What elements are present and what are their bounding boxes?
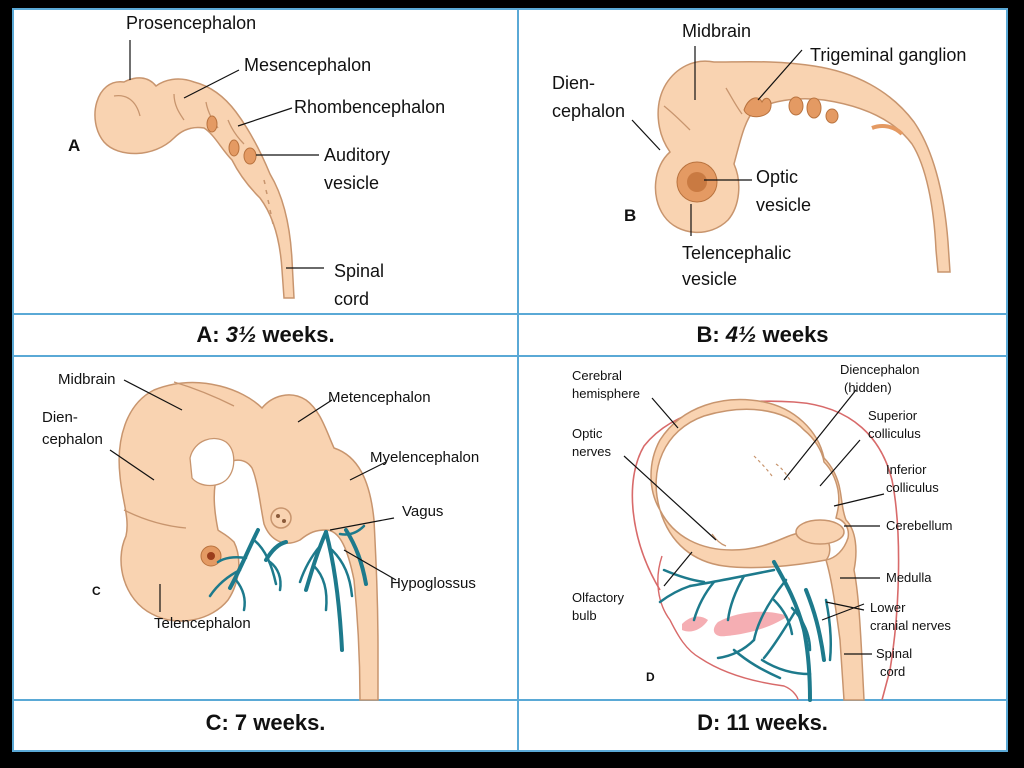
label-spinal-cord-d-2: cord [880,664,906,679]
label-spinal-cord-2: cord [334,289,370,309]
caption-a: A: 3½ weeks. [196,322,335,347]
caption-d: D: 11 weeks. [697,710,828,735]
panel-d-head-outline [631,400,900,701]
panel-c-nerves [208,524,368,652]
label-cerebellum: Cerebellum [886,518,953,533]
panel-d-cerebellum-shape [795,519,845,545]
panel-a-embryo [94,40,324,299]
label-trigeminal-ganglion: Trigeminal ganglion [810,45,967,65]
caption-a-b-top-line [14,313,1006,315]
caption-c: C: 7 weeks. [205,710,326,735]
label-auditory-vesicle-2: vesicle [324,173,380,193]
label-optic-nerves-1: Optic [572,426,603,441]
panel-d-face-outline [657,555,799,701]
panel-a-vesicle-2 [228,139,240,157]
label-inferior-colliculus-1: Inferior [886,462,927,477]
label-auditory-vesicle-1: Auditory [324,145,391,165]
panel-d-letter: D [646,670,655,684]
label-myelencephalon: Myelencephalon [370,449,480,466]
label-olfactory-bulb-2: bulb [572,608,597,623]
label-inferior-colliculus-2: colliculus [886,480,939,495]
panel-d-embryo [623,389,900,702]
caption-b: B: 4½ weeks [696,322,829,347]
label-diencephalon-b-1: Dien- [552,73,596,93]
label-cerebral-hemisphere-2: hemisphere [572,386,640,401]
label-vagus: Vagus [402,503,444,520]
panel-b-trigeminal-ganglion [743,97,772,118]
vertical-divider [517,10,519,750]
illustrations: .tis { fill: #f9d3b1; stroke: #c8956e; s… [94,40,951,702]
label-spinal-cord-d-1: Spinal [876,646,913,661]
panel-b-letter: B [624,206,637,225]
label-midbrain-b: Midbrain [682,21,752,41]
label-olfactory-bulb-1: Olfactory [572,590,625,605]
caption-a-b-bottom-line [14,355,1006,357]
label-optic-vesicle-1: Optic [756,167,799,187]
label-diencephalon-hidden-1: Diencephalon [840,362,920,377]
panel-a-auditory-vesicle [243,147,257,165]
panel-c-embryo [109,379,397,701]
caption-c-d-top-line [14,699,1006,701]
panel-c-letter: C [92,584,101,598]
label-optic-vesicle-2: vesicle [756,195,812,215]
label-rhombencephalon: Rhombencephalon [294,97,446,117]
label-midbrain-c: Midbrain [58,371,116,388]
panel-c-brain [118,381,379,701]
label-superior-colliculus-1: Superior [868,408,918,423]
label-medulla: Medulla [886,570,932,585]
label-optic-nerves-2: nerves [572,444,612,459]
label-mesencephalon: Mesencephalon [244,55,372,75]
panel-a-letter: A [68,136,81,155]
label-telencephalic-vesicle-2: vesicle [682,269,738,289]
label-diencephalon-c-2: cephalon [42,431,103,448]
label-hypoglossus: Hypoglossus [390,575,476,592]
panel-a-neural-tube [94,77,295,299]
label-telencephalon: Telencephalon [154,615,251,632]
label-lower-cranial-nerves-1: Lower [870,600,906,615]
panel-b-neural-tube [654,60,951,273]
panel-a-vesicle-1 [206,115,218,133]
label-diencephalon-hidden-2: (hidden) [844,380,892,395]
panel-b-embryo [631,46,951,273]
label-spinal-cord-1: Spinal [334,261,385,281]
label-lower-cranial-nerves-2: cranial nerves [870,618,951,633]
label-superior-colliculus-2: colliculus [868,426,921,441]
label-metencephalon: Metencephalon [328,389,431,406]
panel-d-brain [650,398,865,701]
label-telencephalic-vesicle-1: Telencephalic [682,243,792,263]
panel-d-nerves [658,560,833,702]
panel-d-olfactory-pink [713,611,788,637]
label-prosencephalon: Prosencephalon [126,13,257,33]
label-diencephalon-b-2: cephalon [552,101,626,121]
label-diencephalon-c-1: Dien- [42,409,78,426]
brain-development-figure: .tis { fill: #f9d3b1; stroke: #c8956e; s… [12,8,1008,752]
label-cerebral-hemisphere-1: Cerebral [572,368,622,383]
